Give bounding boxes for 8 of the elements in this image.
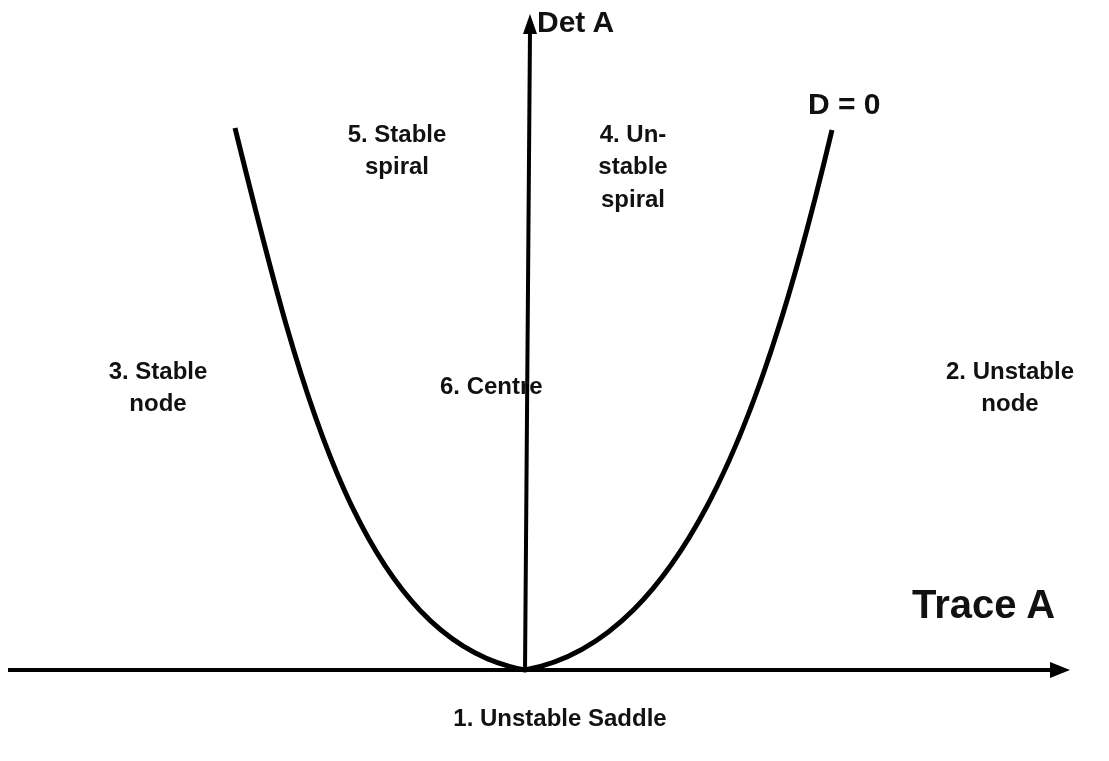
region-label: 3. Stable node xyxy=(107,356,209,419)
region-label: 2. Unstable node xyxy=(944,356,1075,419)
region-label: 4. Un- stable spiral xyxy=(597,119,669,214)
axis-label: Det A xyxy=(537,4,616,40)
region-label: 5. Stable spiral xyxy=(346,119,448,182)
region-label: 1. Unstable Saddle xyxy=(452,703,668,733)
curve-label: D = 0 xyxy=(808,86,882,122)
axis-label: Trace A xyxy=(912,581,1057,628)
